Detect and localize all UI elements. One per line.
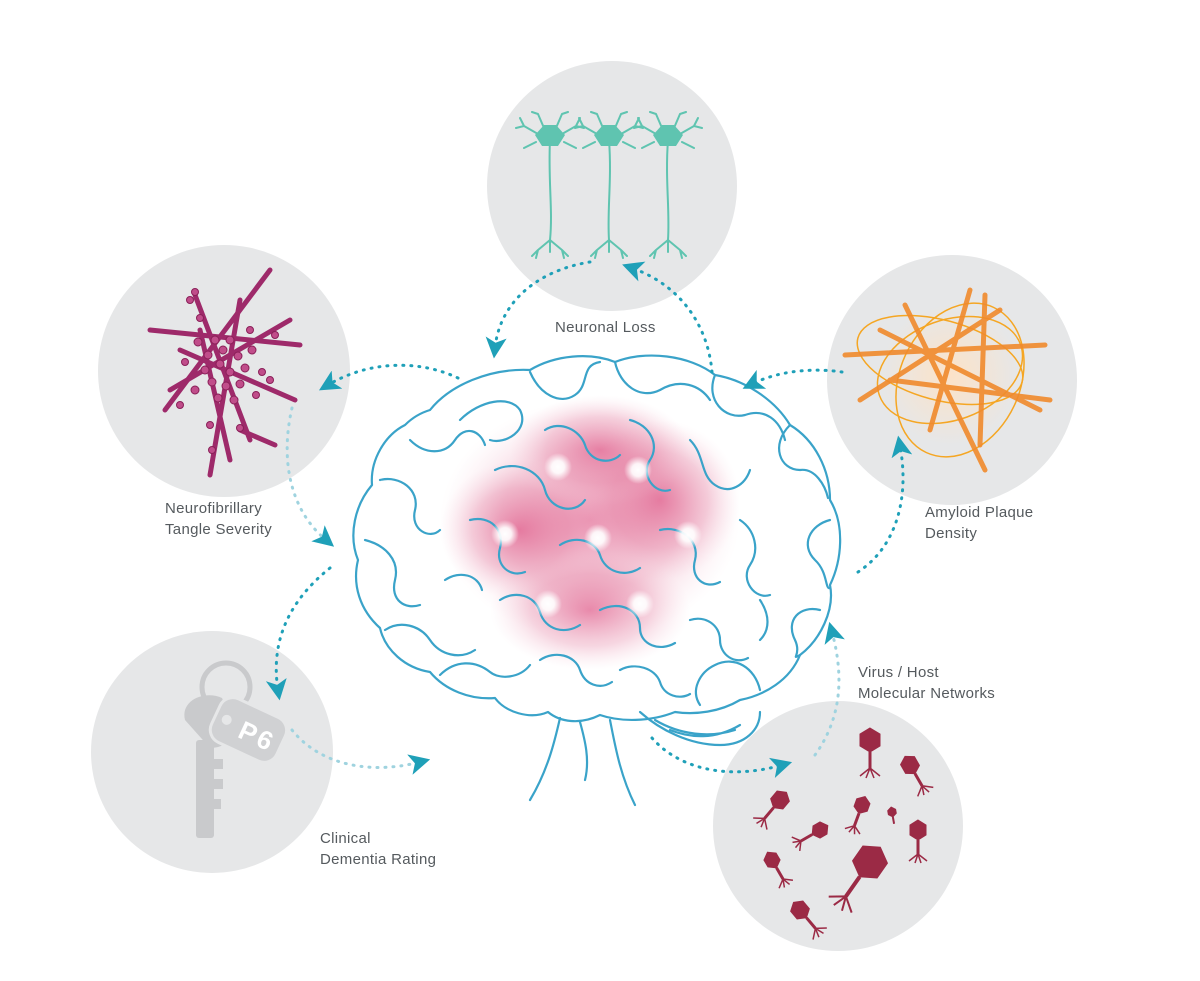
label-virus-line1: Virus / Host	[858, 664, 939, 681]
label-amyloid-line2: Density	[925, 525, 978, 542]
label-neuronal-loss-line1: Neuronal Loss	[555, 319, 656, 336]
arrow-brain-to-cdr	[265, 566, 332, 701]
label-clinical-dementia-rating: Clinical Dementia Rating	[320, 828, 436, 870]
tangle-granules	[176, 288, 279, 454]
arrow-virus-to-brain	[813, 621, 845, 757]
arrow-brain-to-virus	[650, 736, 793, 778]
label-neuronal-loss: Neuronal Loss	[555, 317, 656, 338]
label-cdr-line1: Clinical	[320, 830, 371, 847]
arrow-brain-to-neuronal	[622, 261, 714, 374]
label-virus-line2: Molecular Networks	[858, 685, 996, 702]
arrow-brain-to-amyloid	[856, 435, 913, 574]
keys-icon: P 6	[184, 660, 289, 838]
label-virus-host-networks: Virus / Host Molecular Networks	[858, 662, 995, 704]
label-amyloid-plaque: Amyloid Plaque Density	[925, 502, 1033, 544]
cycle-arrows	[265, 260, 913, 778]
amyloid-icon	[842, 287, 1053, 473]
arrow-amyloid-to-brain	[742, 368, 844, 389]
label-amyloid-line1: Amyloid Plaque	[925, 504, 1034, 521]
arrow-brain-to-tangle	[318, 363, 460, 391]
arrow-neuronal-to-brain	[485, 260, 592, 359]
label-neurofibrillary-tangle: Neurofibrillary Tangle Severity	[165, 498, 272, 540]
brain-hotspots	[491, 453, 702, 618]
neuron-icons	[515, 111, 703, 259]
label-tangle-line2: Tangle Severity	[165, 521, 273, 538]
neuronal-loss-circle	[487, 61, 737, 311]
label-tangle-line1: Neurofibrillary	[165, 500, 263, 517]
arrow-cdr-to-brain	[290, 728, 431, 775]
arrow-tangle-to-brain	[285, 406, 335, 547]
virus-icons	[753, 727, 934, 940]
brain-illustration	[352, 354, 842, 807]
label-cdr-line2: Dementia Rating	[320, 851, 437, 868]
